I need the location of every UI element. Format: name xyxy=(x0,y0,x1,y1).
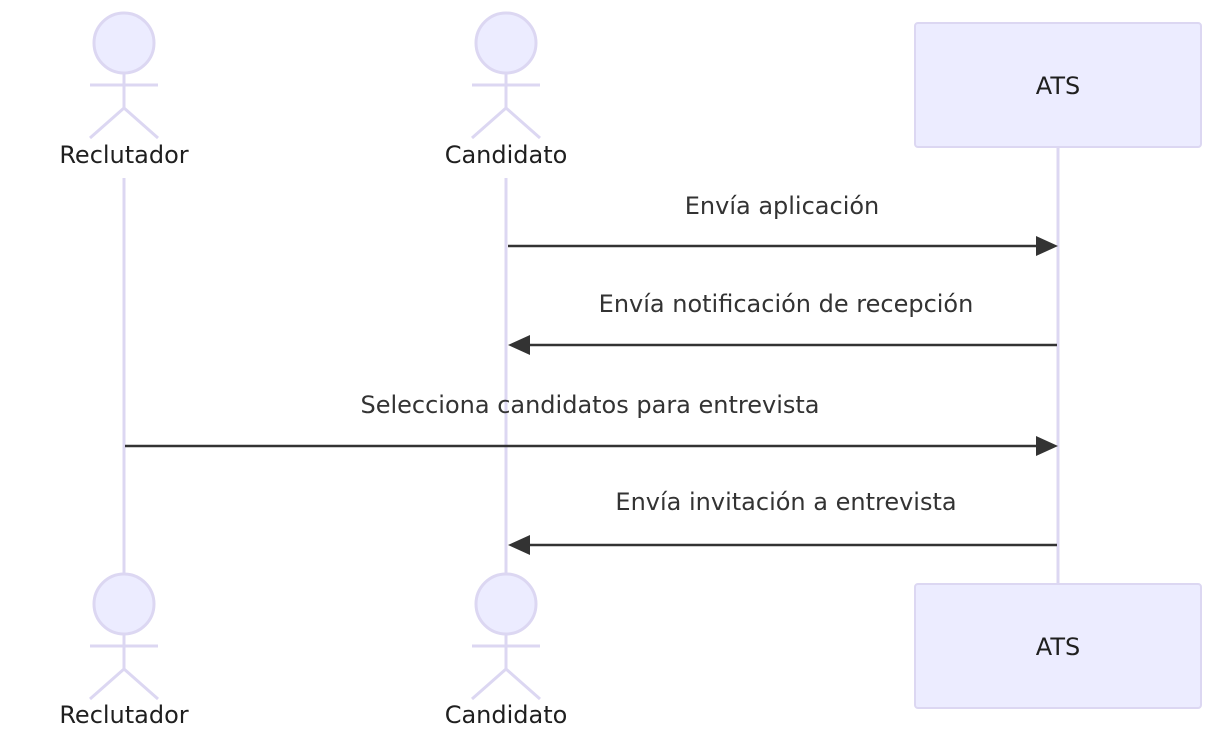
participant-ats-bottom: ATS xyxy=(914,583,1202,709)
message-label: Envía aplicación xyxy=(685,192,880,220)
arrowhead-left-icon xyxy=(508,535,530,555)
actor-candidato-bottom: Candidato xyxy=(445,572,568,729)
actor-label: Candidato xyxy=(445,701,568,729)
actor-person-icon xyxy=(89,11,159,140)
actor-reclutador-bottom: Reclutador xyxy=(59,572,189,729)
actor-person-icon xyxy=(471,572,541,701)
participant-box xyxy=(914,583,1202,709)
participant-label: ATS xyxy=(1036,633,1080,661)
arrowhead-right-icon xyxy=(1036,436,1058,456)
actor-candidato-top: Candidato xyxy=(445,11,568,169)
actor-person-icon xyxy=(471,11,541,140)
actor-label: Reclutador xyxy=(59,141,188,169)
arrowhead-left-icon xyxy=(508,335,530,355)
actor-reclutador-top: Reclutador xyxy=(59,11,189,169)
actor-label: Reclutador xyxy=(59,701,188,729)
message-label: Envía notificación de recepción xyxy=(599,290,974,318)
arrowhead-right-icon xyxy=(1036,236,1058,256)
participant-label: ATS xyxy=(1036,72,1080,100)
message-1: Envía aplicación xyxy=(508,192,1058,256)
participant-box xyxy=(914,22,1202,148)
message-3: Selecciona candidatos para entrevista xyxy=(125,391,1058,456)
actor-person-icon xyxy=(89,572,159,701)
message-label: Selecciona candidatos para entrevista xyxy=(360,391,819,419)
actor-label: Candidato xyxy=(445,141,568,169)
message-4: Envía invitación a entrevista xyxy=(508,488,1057,555)
message-2: Envía notificación de recepción xyxy=(508,290,1057,355)
message-label: Envía invitación a entrevista xyxy=(615,488,956,516)
participant-ats-top: ATS xyxy=(914,22,1202,148)
